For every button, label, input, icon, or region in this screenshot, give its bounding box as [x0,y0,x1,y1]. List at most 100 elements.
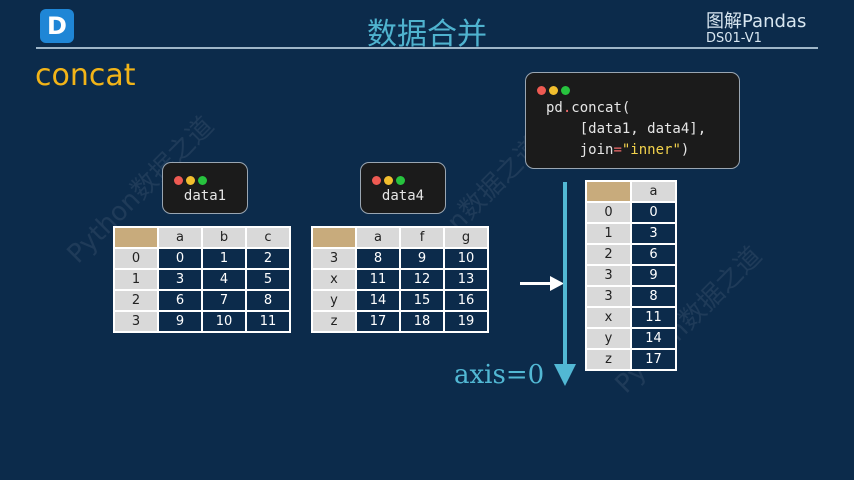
column-header: f [401,228,443,247]
value-cell: 2 [247,249,289,268]
row-index-cell: 0 [587,203,630,222]
value-cell: 14 [357,291,399,310]
value-cell: 6 [159,291,201,310]
brand-label: 图解Pandas [706,11,807,32]
value-cell: 7 [203,291,245,310]
column-header: a [357,228,399,247]
data1-window: data1 [162,162,248,214]
data1-label: data1 [183,188,227,204]
value-cell: 8 [632,287,675,306]
value-cell: 4 [203,270,245,289]
window-controls [174,170,210,189]
row-index-cell: 3 [313,249,355,268]
value-cell: 17 [632,350,675,369]
row-index-cell: 3 [587,266,630,285]
page-title: 数据合并 [367,17,487,52]
value-cell: 0 [159,249,201,268]
value-cell: 14 [632,329,675,348]
code-object: pd [546,100,563,116]
section-title: concat [35,58,136,93]
index-corner-cell [313,228,355,247]
value-cell: 3 [632,224,675,243]
row-index-cell: y [313,291,355,310]
axis-label: axis=0 [454,360,545,390]
value-cell: 9 [159,312,201,331]
value-cell: 6 [632,245,675,264]
window-controls [372,170,408,189]
row-index-cell: z [313,312,355,331]
minimize-dot-icon [186,176,195,185]
row-index-cell: x [587,308,630,327]
value-cell: 13 [445,270,487,289]
minimize-dot-icon [549,86,558,95]
value-cell: 17 [357,312,399,331]
value-cell: 11 [357,270,399,289]
code-close: ) [680,142,690,158]
value-cell: 3 [159,270,201,289]
column-header: g [445,228,487,247]
row-index-cell: 3 [115,312,157,331]
data4-label: data4 [381,188,425,204]
row-index-cell: 3 [587,287,630,306]
code-join-key: join [546,142,614,158]
value-cell: 0 [632,203,675,222]
code-args: [data1, data4], [546,121,707,137]
slide-code: DS01-V1 [706,31,762,46]
close-dot-icon [372,176,381,185]
value-cell: 11 [632,308,675,327]
axis-arrow-head-icon [554,364,576,386]
maximize-dot-icon [396,176,405,185]
logo-icon: D [40,9,74,43]
close-dot-icon [174,176,183,185]
value-cell: 10 [203,312,245,331]
row-index-cell: z [587,350,630,369]
value-cell: 10 [445,249,487,268]
row-index-cell: 1 [115,270,157,289]
data4-window: data4 [360,162,446,214]
arrow-head-icon [550,276,564,291]
code-function: concat( [571,100,631,116]
value-cell: 11 [247,312,289,331]
row-index-cell: 0 [115,249,157,268]
row-index-cell: 1 [587,224,630,243]
value-cell: 9 [401,249,443,268]
index-corner-cell [115,228,157,247]
column-header: b [203,228,245,247]
header-row: a [587,182,675,201]
close-dot-icon [537,86,546,95]
value-cell: 16 [445,291,487,310]
code-block: pd.concat( [data1, data4], join="inner") [546,98,706,161]
column-header: a [159,228,201,247]
value-cell: 8 [247,291,289,310]
row-index-cell: y [587,329,630,348]
value-cell: 5 [247,270,289,289]
code-join-value: "inner" [621,142,681,158]
value-cell: 9 [632,266,675,285]
value-cell: 19 [445,312,487,331]
maximize-dot-icon [198,176,207,185]
value-cell: 8 [357,249,399,268]
minimize-dot-icon [384,176,393,185]
index-corner-cell [587,182,630,201]
maximize-dot-icon [561,86,570,95]
column-header: a [632,182,675,201]
window-controls [537,80,573,99]
